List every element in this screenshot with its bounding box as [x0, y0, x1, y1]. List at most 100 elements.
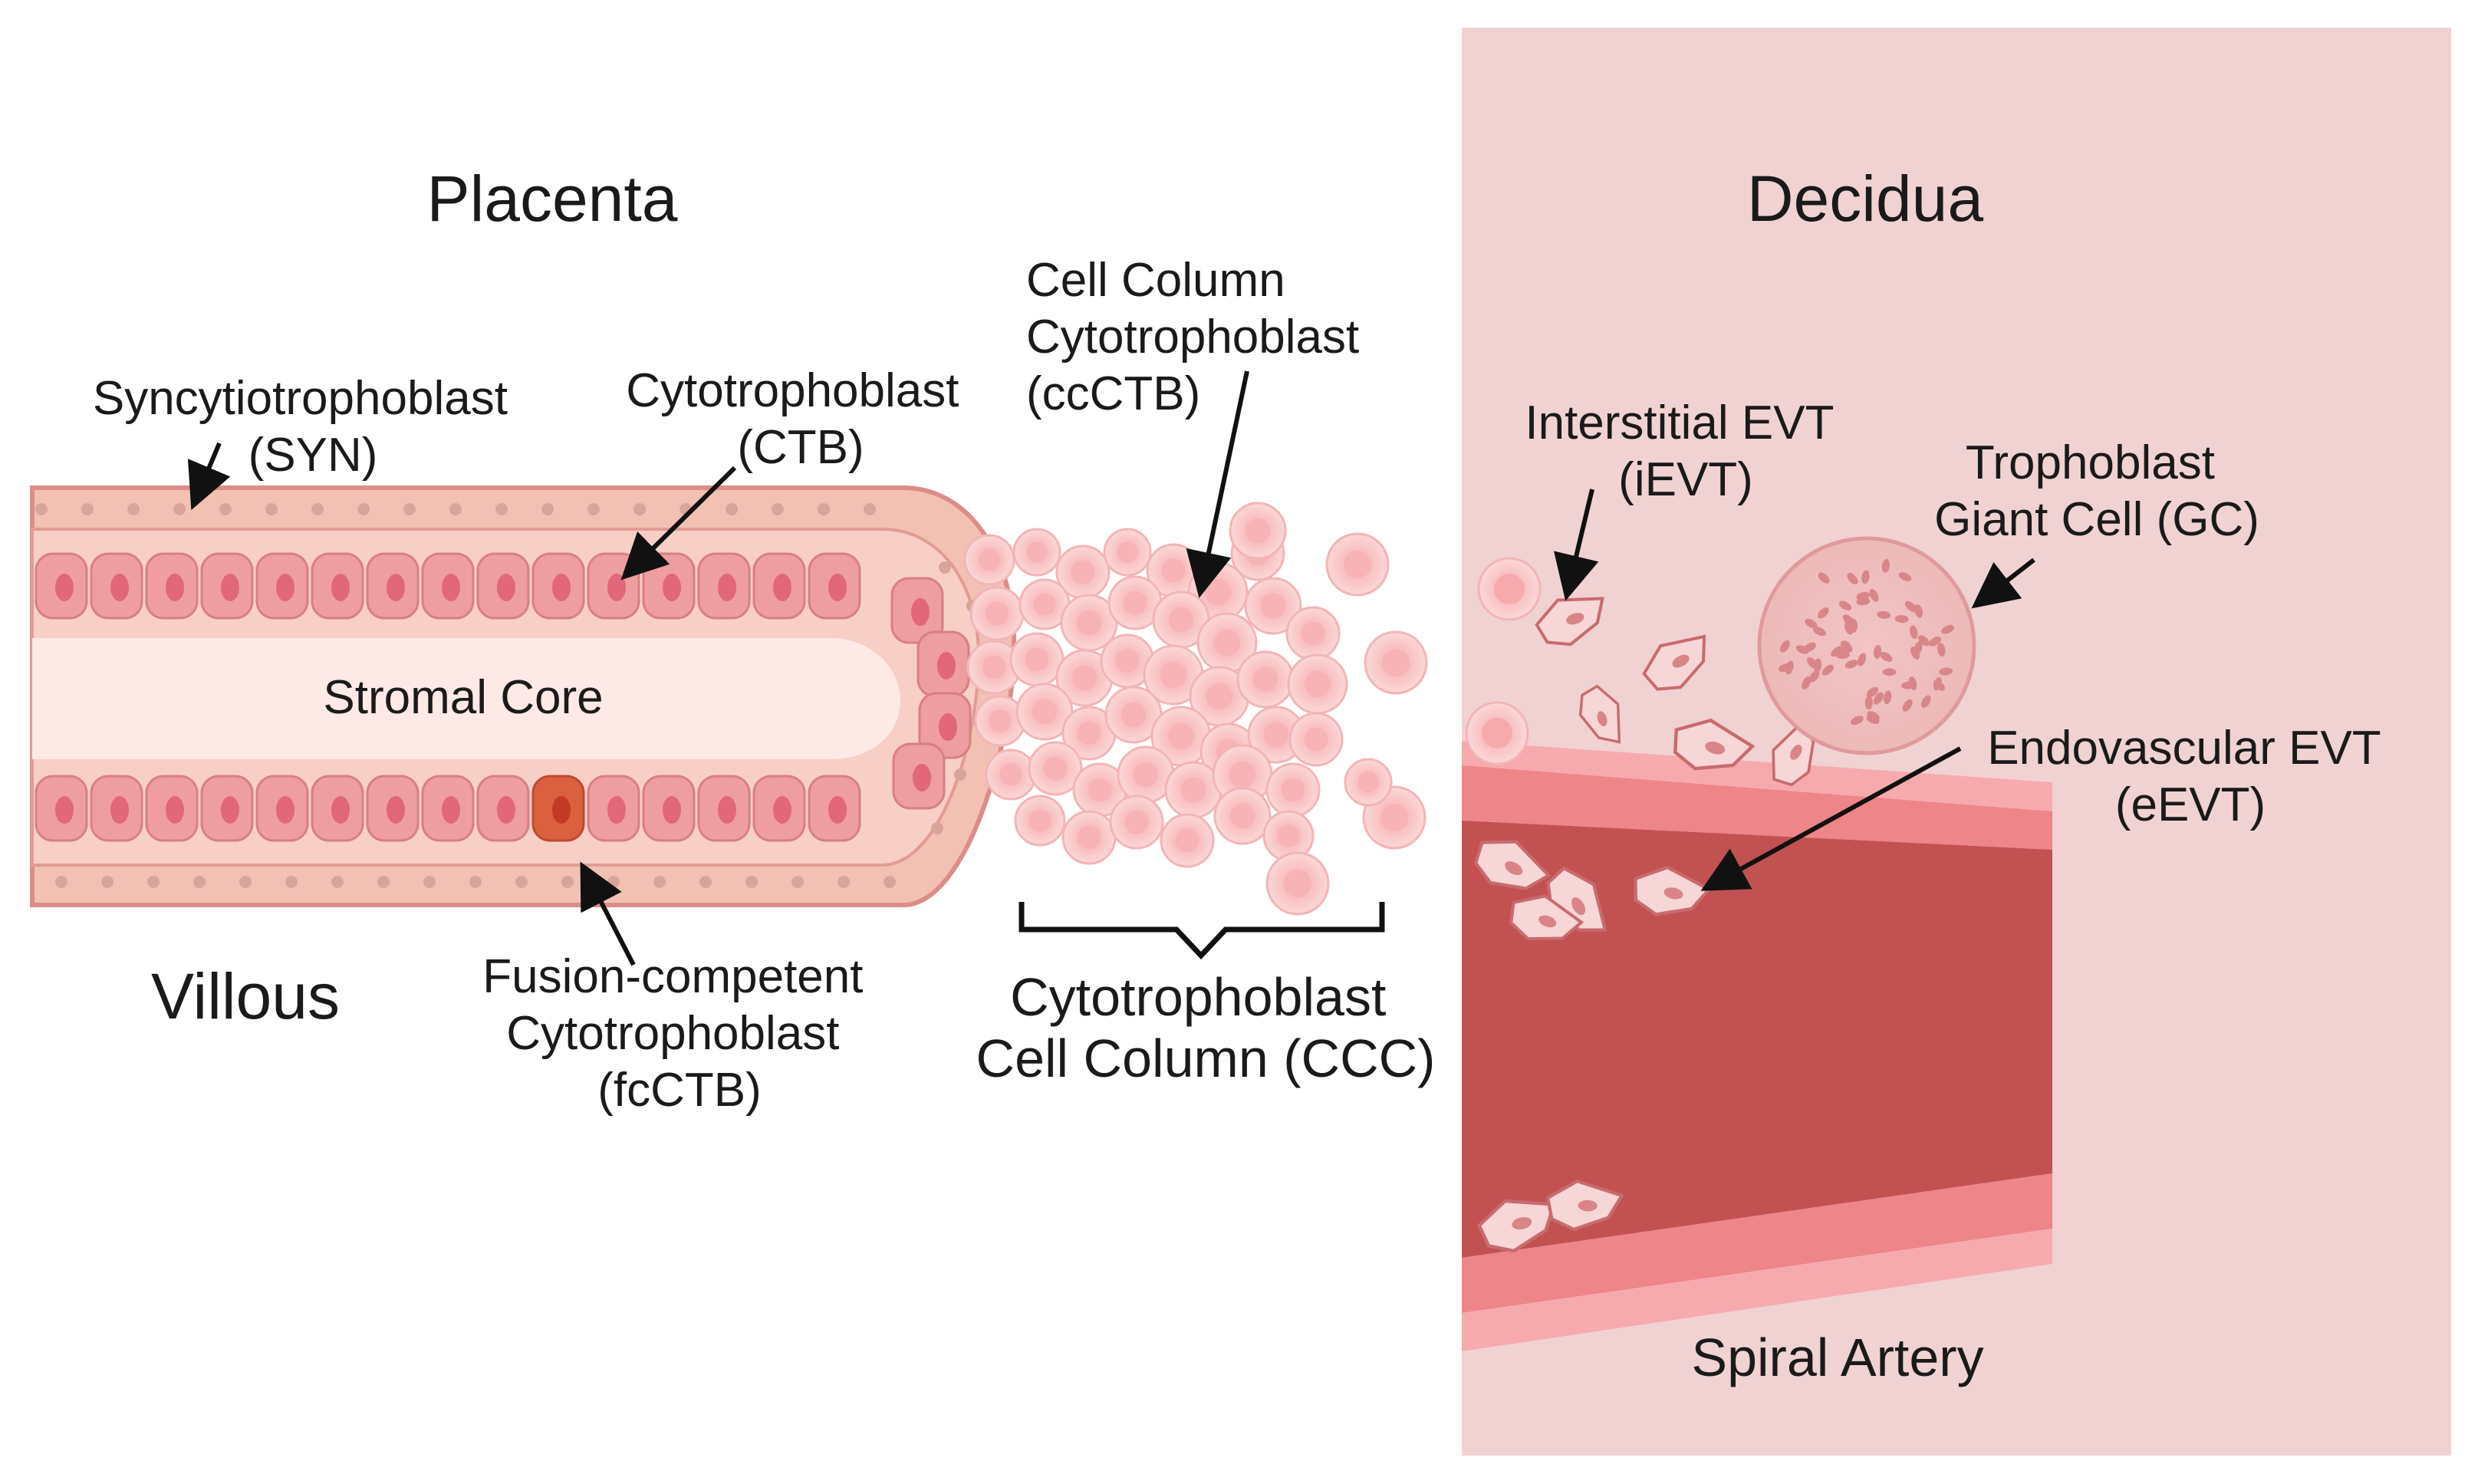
- label-ccctb-line3: (ccCTB): [1026, 367, 1200, 420]
- syn-nucleus: [239, 876, 252, 888]
- column-cell: [1055, 545, 1111, 600]
- spindle-nucleus: [1790, 745, 1802, 760]
- syn-nucleus: [515, 876, 528, 888]
- column-cell-nucleus: [1120, 702, 1147, 728]
- column-cell-nucleus: [1025, 647, 1049, 672]
- giant-cell-nucleus: [1838, 601, 1852, 610]
- column-cell: [1143, 644, 1204, 706]
- giant-cell-nucleus: [1869, 588, 1879, 602]
- artery-outer-wall-bottom: [1462, 1229, 2052, 1351]
- cytotrophoblast-cell: [366, 552, 420, 620]
- syn-nucleus: [931, 822, 943, 834]
- syn-nucleus: [265, 503, 278, 515]
- label-ccctb-line2: Cytotrophoblast: [1026, 311, 1359, 364]
- label-ievt: Interstitial EVT (iEVT): [1525, 397, 1846, 506]
- giant-cell-nucleus: [1881, 558, 1890, 573]
- cell-nucleus: [221, 796, 239, 824]
- cell-column-cells: [963, 502, 1428, 916]
- cell-nucleus: [773, 796, 791, 824]
- label-ctb: Cytotrophoblast (CTB): [626, 364, 972, 474]
- syn-nucleus: [377, 876, 390, 888]
- cytotrophoblast-cell: [145, 552, 199, 620]
- giant-cell-nucleus: [1844, 660, 1858, 669]
- cytotrophoblast-cell: [752, 775, 806, 842]
- giant-cell-nucleus: [1914, 604, 1923, 618]
- cell-nucleus: [276, 796, 295, 824]
- cytotrophoblast-cell: [531, 552, 585, 620]
- label-ccc-line2: Cell Column (CCC): [976, 1028, 1436, 1088]
- column-cell: [1103, 528, 1152, 577]
- syn-nucleus: [633, 503, 646, 515]
- column-cell: [1265, 762, 1321, 818]
- cell-nucleus: [663, 574, 681, 601]
- syn-nucleus: [818, 503, 830, 515]
- cytotrophoblast-cell: [145, 775, 199, 842]
- giant-cell-nucleus: [1842, 614, 1854, 626]
- decidual-round-cell: [1477, 557, 1542, 621]
- cytotrophoblast-cell: [421, 552, 475, 620]
- column-cell-nucleus: [982, 655, 1006, 679]
- column-cell: [963, 534, 1015, 586]
- giant-cell-nucleus: [1937, 643, 1946, 657]
- decidual-round-cell: [1465, 701, 1529, 765]
- column-cell: [1285, 606, 1341, 661]
- syn-nucleus: [561, 876, 574, 888]
- giant-cell-nucleus: [1780, 640, 1790, 653]
- giant-cell-nucleus: [1805, 618, 1818, 629]
- column-cell-nucleus: [1180, 777, 1206, 803]
- column-cell-nucleus: [1026, 541, 1048, 563]
- label-syn: Syncytiotrophoblast (SYN): [93, 372, 521, 482]
- column-cell-nucleus: [1088, 778, 1112, 802]
- label-fcctb-line3: (fcCTB): [597, 1064, 762, 1117]
- label-ccc: Cytotrophoblast Cell Column (CCC): [976, 967, 1436, 1088]
- column-cell: [1344, 758, 1393, 807]
- label-spiral-artery: Spiral Artery: [1691, 1328, 1983, 1387]
- column-cell-nucleus: [1167, 722, 1195, 750]
- syn-nucleus: [837, 876, 850, 888]
- cell-nucleus: [387, 574, 405, 601]
- column-cell-nucleus: [1245, 518, 1271, 544]
- cell-nucleus: [110, 796, 129, 824]
- spindle-nucleus: [1512, 1217, 1532, 1230]
- cytotrophoblast-cell: [918, 692, 972, 759]
- cytotrophoblast-cell: [421, 775, 475, 842]
- giant-cell-nucleus: [1818, 572, 1830, 584]
- interstitial-evt: [1642, 634, 1706, 691]
- column-cell: [1009, 632, 1065, 687]
- spindle-nucleus: [1505, 861, 1523, 876]
- cytotrophoblast-cell: [587, 775, 640, 842]
- giant-cell-body: [1757, 536, 1976, 755]
- column-cell-nucleus: [1304, 727, 1328, 752]
- column-cell: [1262, 810, 1315, 862]
- column-cell-nucleus: [1204, 578, 1232, 606]
- giant-cell-nucleus: [1894, 615, 1909, 624]
- cytotrophoblast-cell: [311, 552, 364, 620]
- giant-cell-nucleus: [1818, 607, 1829, 619]
- cell-nucleus: [937, 652, 956, 679]
- label-fcctb-line2: Cytotrophoblast: [506, 1007, 839, 1060]
- syn-nucleus: [954, 768, 966, 781]
- cytotrophoblast-cell: [697, 775, 751, 842]
- cytotrophoblast-cell: [697, 552, 751, 620]
- column-cell-nucleus: [1161, 558, 1186, 583]
- cytotrophoblast-cell: [916, 630, 970, 698]
- column-cell: [1196, 612, 1258, 673]
- column-cell: [1164, 761, 1222, 819]
- cell-nucleus: [55, 796, 74, 824]
- label-fcctb: Fusion-competent Cytotrophoblast (fcCTB): [482, 950, 876, 1117]
- cytotrophoblast-cell: [476, 775, 530, 842]
- cytotrophoblast-cell: [642, 775, 696, 842]
- arrow-ievt: [1553, 489, 1599, 601]
- giant-cell-nucleus: [1802, 676, 1812, 689]
- arrow-ctb: [620, 466, 737, 581]
- column-cell: [1015, 683, 1074, 741]
- title-villous: Villous: [151, 960, 340, 1032]
- label-ievt-line1: Interstitial EVT: [1525, 397, 1833, 449]
- endovascular-evt: [1473, 840, 1552, 890]
- giant-cell-nucleus: [1914, 641, 1923, 655]
- column-cell-nucleus: [1206, 683, 1233, 710]
- cell-nucleus: [331, 796, 350, 824]
- column-cell-nucleus: [1117, 541, 1138, 563]
